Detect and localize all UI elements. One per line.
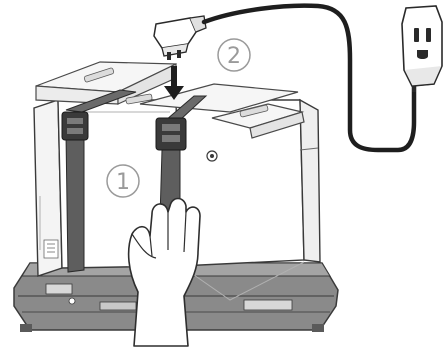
strap-buckle-icon xyxy=(156,118,186,150)
step-1-callout: 1 xyxy=(107,165,139,197)
step-2-callout: 2 xyxy=(218,39,250,71)
step-2-number: 2 xyxy=(227,44,241,69)
step-1-number: 1 xyxy=(116,170,130,195)
plug-icon xyxy=(402,6,442,92)
connector-icon xyxy=(154,16,206,60)
strap-buckle-icon xyxy=(62,112,88,140)
